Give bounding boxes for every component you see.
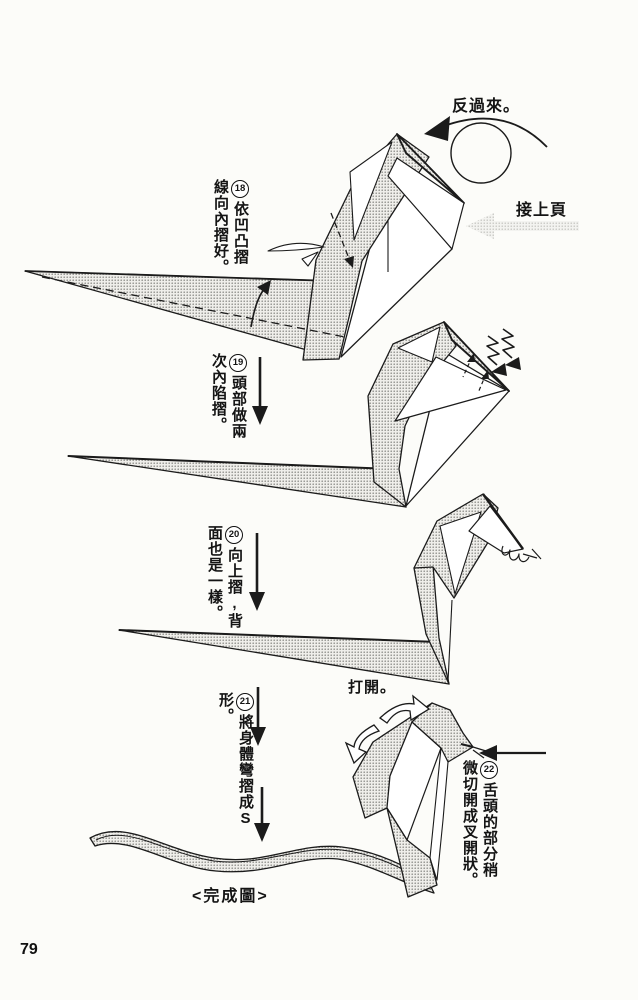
open-label: 打開。 xyxy=(348,679,397,696)
step-text: 向上摺,背面也是一樣。 xyxy=(206,525,243,629)
turn-over-flat-icon xyxy=(267,242,325,267)
step-down-arrow-icon xyxy=(250,687,270,842)
tongue-pointer-arrow-icon xyxy=(479,745,546,761)
flip-over-label: 反過來。 xyxy=(452,98,521,115)
continued-label: 接上頁 xyxy=(516,202,568,219)
step-20-label: 20向上摺,背面也是一樣。 xyxy=(200,525,244,637)
step-19-label: 19頭部做兩次內陷摺。 xyxy=(204,353,248,453)
step-text: 依凹凸摺線向內摺好。 xyxy=(212,179,249,275)
continued-arrow-icon xyxy=(466,213,579,239)
step-number-badge: 18 xyxy=(231,180,249,198)
cobra-figure-step21 xyxy=(352,702,487,898)
step-21-label: 21將身體彎摺成S形。 xyxy=(217,692,255,854)
step-number-badge: 19 xyxy=(229,354,247,372)
flip-over-icon xyxy=(424,116,548,184)
step-22-label: 22舌頭的部分稍微切開成叉開狀。 xyxy=(455,760,499,890)
step-18-label: 18依凹凸摺線向內摺好。 xyxy=(206,179,250,279)
step-number-badge: 21 xyxy=(236,693,254,711)
open-hood-arrows-icon xyxy=(344,694,431,765)
step-text: 舌頭的部分稍微切開成叉開狀。 xyxy=(461,760,498,888)
finished-snake-body xyxy=(89,830,435,894)
snake-figure-step20 xyxy=(118,493,542,685)
snake-figure-step19 xyxy=(67,321,521,508)
page-number: 79 xyxy=(20,941,38,958)
step-number-badge: 20 xyxy=(225,526,243,544)
step-text: 頭部做兩次內陷摺。 xyxy=(210,353,247,439)
fold-up-arrow-icon xyxy=(250,280,271,328)
snake-figure-step18 xyxy=(24,133,465,361)
inside-reverse-fold-icon xyxy=(486,328,521,376)
step-text: 將身體彎摺成S形。 xyxy=(217,692,254,828)
step-down-arrow-icon xyxy=(249,533,265,611)
step-number-badge: 22 xyxy=(480,761,498,779)
step-down-arrow-icon xyxy=(252,357,268,425)
finished-caption: <完成圖> xyxy=(192,888,269,905)
